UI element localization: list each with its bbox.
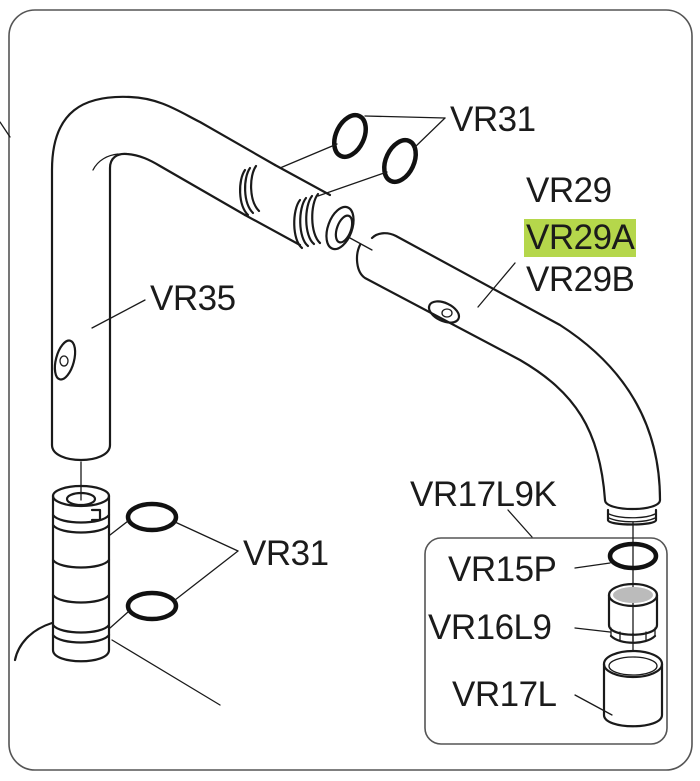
washer-vr15p [607,541,659,571]
o-ring-vr31-top-1 [332,112,368,160]
o-ring-vr31-bottom-1 [125,501,179,533]
part-vr29-spout [355,232,662,526]
outer-frame-leader [0,121,11,138]
label-vr17l: VR17L [452,675,557,714]
part-swivel-coupling [13,461,221,706]
label-vr29a-highlighted: VR29A [524,218,637,257]
label-vr31-bottom: VR31 [243,534,329,573]
label-vr31-top: VR31 [450,100,536,139]
o-ring-vr31-top-2 [382,137,418,185]
part-vr35-tube [50,95,277,462]
aerator-kit-frame [424,537,668,745]
label-vr29b: VR29B [526,260,635,299]
label-vr35: VR35 [150,279,236,318]
label-vr16l9: VR16L9 [428,608,552,647]
label-vr29: VR29 [526,171,612,210]
o-ring-vr31-bottom-2 [125,590,179,622]
part-bend-thread-connector [239,163,373,251]
label-vr17l9k: VR17L9K [410,475,557,514]
outer-frame [8,9,693,771]
aerator-insert-vr16l9 [607,582,659,644]
aerator-housing-vr17l [602,649,664,728]
label-vr15p: VR15P [448,550,557,589]
